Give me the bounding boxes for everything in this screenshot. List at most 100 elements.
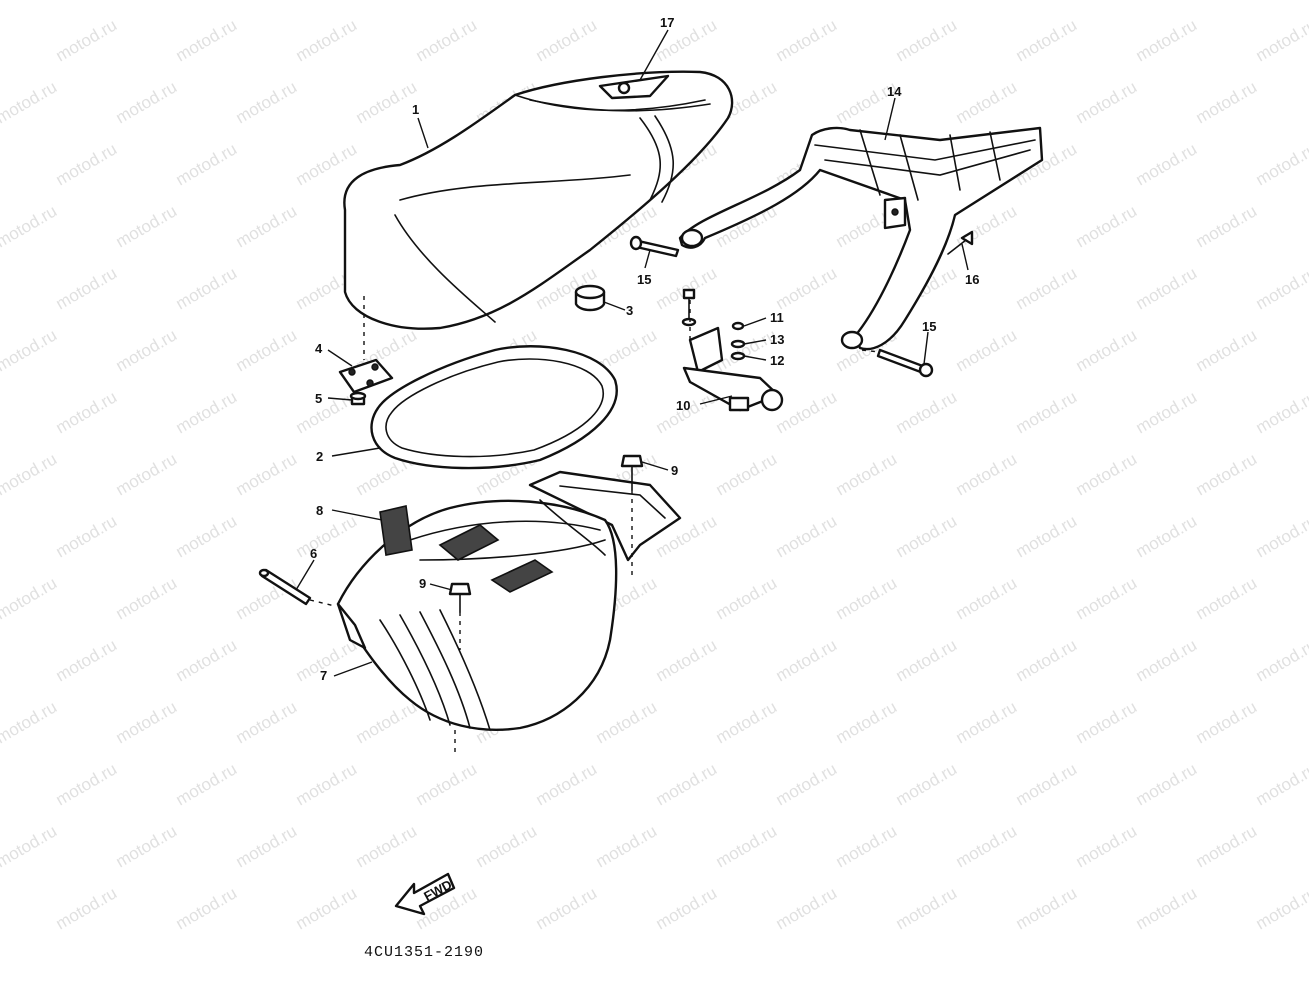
watermark-text: motod.ru <box>953 821 1021 871</box>
bolt-lower <box>448 582 472 613</box>
watermark-text: motod.ru <box>1133 883 1201 933</box>
watermark-text: motod.ru <box>713 573 781 623</box>
carrier-bolt-rear <box>876 348 934 378</box>
watermark-text: motod.ru <box>113 201 181 251</box>
watermark-text: motod.ru <box>53 635 121 685</box>
seat-latch <box>682 326 784 412</box>
watermark-text: motod.ru <box>53 139 121 189</box>
watermark-text: motod.ru <box>113 325 181 375</box>
watermark-text: motod.ru <box>0 77 60 127</box>
watermark-text: motod.ru <box>1253 759 1309 809</box>
watermark-text: motod.ru <box>1133 139 1201 189</box>
watermark-text: motod.ru <box>1253 263 1309 313</box>
callout-8: 8 <box>316 503 323 518</box>
callout-9-upper: 9 <box>671 463 678 478</box>
latch-washers <box>730 321 746 361</box>
watermark-text: motod.ru <box>0 697 60 747</box>
callout-7: 7 <box>320 668 327 683</box>
watermark-text: motod.ru <box>293 511 361 561</box>
watermark-text: motod.ru <box>773 15 841 65</box>
watermark-text: motod.ru <box>0 573 60 623</box>
watermark-text: motod.ru <box>953 573 1021 623</box>
watermark-text: motod.ru <box>1253 15 1309 65</box>
watermark-text: motod.ru <box>833 449 901 499</box>
watermark-text: motod.ru <box>1013 511 1081 561</box>
watermark-text: motod.ru <box>953 697 1021 747</box>
watermark-text: motod.ru <box>1253 139 1309 189</box>
watermark-text: motod.ru <box>293 139 361 189</box>
watermark-text: motod.ru <box>1193 821 1261 871</box>
watermark-text: motod.ru <box>293 759 361 809</box>
watermark-text: motod.ru <box>1133 511 1201 561</box>
diagram-code: 4CU1351-2190 <box>364 944 485 961</box>
watermark-text: motod.ru <box>233 201 301 251</box>
watermark-text: motod.ru <box>233 573 301 623</box>
watermark-text: motod.ru <box>833 573 901 623</box>
watermark-text: motod.ru <box>1073 325 1141 375</box>
watermark-text: motod.ru <box>773 759 841 809</box>
callout-14: 14 <box>887 84 902 99</box>
watermark-text: motod.ru <box>713 449 781 499</box>
watermark-text: motod.ru <box>953 325 1021 375</box>
latch-bolt <box>681 288 697 327</box>
watermark-text: motod.ru <box>0 821 60 871</box>
watermark-text: motod.ru <box>0 449 60 499</box>
watermark-text: motod.ru <box>1253 387 1309 437</box>
callout-labels: 1 2 3 4 5 6 7 8 9 9 10 11 12 13 14 15 15… <box>310 15 979 683</box>
watermark-text: motod.ru <box>533 883 601 933</box>
pin <box>258 568 312 606</box>
watermark-text: motod.ru <box>773 511 841 561</box>
watermark-text: motod.ru <box>653 263 721 313</box>
watermark-text: motod.ru <box>653 883 721 933</box>
callout-16: 16 <box>965 272 979 287</box>
watermark-text: motod.ru <box>713 821 781 871</box>
watermark-text: motod.ru <box>233 449 301 499</box>
watermark-text: motod.ru <box>1073 573 1141 623</box>
watermark-text: motod.ru <box>173 883 241 933</box>
callout-15-front: 15 <box>637 272 651 287</box>
rubber-damper <box>574 284 606 312</box>
rear-carrier <box>678 126 1044 351</box>
watermark-text: motod.ru <box>173 759 241 809</box>
watermark-text: motod.ru <box>53 15 121 65</box>
watermark-text: motod.ru <box>113 449 181 499</box>
watermark-text: motod.ru <box>1013 883 1081 933</box>
watermark-text: motod.ru <box>953 449 1021 499</box>
callout-2: 2 <box>316 449 323 464</box>
watermark-text: motod.ru <box>833 821 901 871</box>
watermark-text: motod.ru <box>173 387 241 437</box>
callout-13: 13 <box>770 332 784 347</box>
watermark-text: motod.ru <box>173 511 241 561</box>
nut <box>349 391 367 406</box>
carrier-bolt-side <box>947 230 974 255</box>
watermark-text: motod.ru <box>233 325 301 375</box>
watermark-text: motod.ru <box>1133 759 1201 809</box>
watermark-text: motod.ru <box>533 15 601 65</box>
watermark-text: motod.ru <box>1193 573 1261 623</box>
watermark-text: motod.ru <box>113 821 181 871</box>
callout-6: 6 <box>310 546 317 561</box>
watermark-text: motod.ru <box>1013 759 1081 809</box>
callout-12: 12 <box>770 353 784 368</box>
watermark-text: motod.ru <box>233 77 301 127</box>
watermark-text: motod.ru <box>173 263 241 313</box>
watermark-text: motod.ru <box>773 387 841 437</box>
watermark-text: motod.ru <box>1073 821 1141 871</box>
watermark-text: motod.ru <box>173 635 241 685</box>
fwd-arrow-icon: FWD <box>394 872 456 916</box>
watermark-text: motod.ru <box>53 387 121 437</box>
watermark-text: motod.ru <box>653 635 721 685</box>
watermark-text: motod.ru <box>113 573 181 623</box>
watermark-text: motod.ru <box>1013 263 1081 313</box>
watermark-text: motod.ru <box>293 883 361 933</box>
watermark-text: motod.ru <box>593 697 661 747</box>
watermark-text: motod.ru <box>1133 387 1201 437</box>
watermark-text: motod.ru <box>653 759 721 809</box>
watermark-text: motod.ru <box>53 263 121 313</box>
watermark-text: motod.ru <box>893 387 961 437</box>
watermark-text: motod.ru <box>833 697 901 747</box>
callout-4: 4 <box>315 341 323 356</box>
watermark-text: motod.ru <box>1073 201 1141 251</box>
watermark-text: motod.ru <box>953 77 1021 127</box>
watermark-text: motod.ru <box>1013 635 1081 685</box>
